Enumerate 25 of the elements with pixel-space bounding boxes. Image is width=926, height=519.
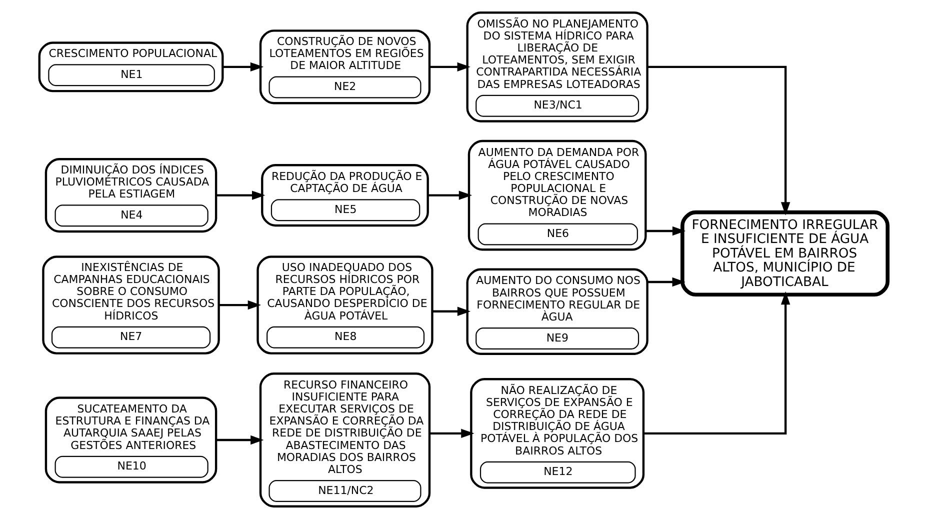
arrow bbox=[643, 291, 790, 435]
node-box: REDUÇÃO DA PRODUÇÃO E CAPTAÇÃO DE ÁGUA NE5 bbox=[260, 164, 428, 227]
node-box: AUMENTO DA DEMANDA POR ÁGUA POTÁVEL CAUSADO PELO CRESCIMENTO POPULACIONAL E CONSTRUÇÃO DE NOVAS MORADIAS NE6 bbox=[467, 140, 646, 251]
node-box: RECURSO FINANCEIRO INSUFICIENTE PARA EXECUTAR SERVIÇOS DE EXPANSÃO E CORREÇÃO DA REDE DE DISTRIBUIÇÃO DE ABASTECIMENTO DAS MORADIAS DOS BAIRROS ALTOS NE11/NC2 bbox=[258, 372, 430, 508]
node-box: CRESCIMENTO POPULACIONAL NE1 bbox=[38, 42, 224, 92]
arrow bbox=[646, 277, 685, 287]
arrow bbox=[218, 300, 261, 310]
node-box: OMISSÃO NO PLANEJAMENTO DO SISTEMA HÍDRICO PARA LIBERAÇÃO DE LOTEAMENTOS, SEM EXIGIR CONTRAPARTIDA NECESSÁRIA DAS EMPRESAS LOTEADORAS NE3/NC1 bbox=[466, 12, 648, 122]
arrow bbox=[222, 62, 264, 72]
arrow bbox=[428, 190, 472, 200]
node-box: USO INADEQUADO DOS RECURSOS HÍDRICOS POR PARTE DA POPULAÇÃO, CAUSANDO DESPERDÍCIO DE ÀGUA POTÁVEL NE8 bbox=[256, 256, 433, 354]
arrow bbox=[429, 62, 470, 72]
node-box: CONSTRUÇÃO DE NOVOS LOTEAMENTOS EM REGIÕES DE MAIOR ALTITUDE NE2 bbox=[258, 30, 430, 104]
arrow bbox=[216, 435, 264, 445]
node-box: INEXISTÊNCIAS DE CAMPANHAS EDUCACIONAIS SOBRE O CONSUMO CONSCIENTE DOS RECURSOS HÍDRICOS NE7 bbox=[42, 256, 220, 354]
arrow bbox=[216, 190, 265, 200]
node-box: DIMINUIÇÃO DOS ÍNDICES PLUVIOMÉTRICOS CAUSADA PELA ESTIAGEM NE4 bbox=[44, 158, 217, 233]
arrow bbox=[647, 66, 790, 216]
node-box: FORNECIMENTO IRREGULAR E INSUFICIENTE DE ÁGUA POTÁVEL EM BAIRROS ALTOS, MUNICÍPIO DE JABOTICABAL bbox=[680, 210, 890, 297]
arrow bbox=[432, 306, 470, 316]
node-box: NÃO REALIZAÇÃO DE SERVIÇOS DE EXPANSÃO E CORREÇÃO DA REDE DE DISTRIBUIÇÃO DE ÁGUA POTÁVEL À POPULAÇÃO DOS BAIRROS ALTOS NE12 bbox=[470, 378, 644, 489]
arrow bbox=[429, 428, 474, 438]
node-box: AUMENTO DO CONSUMO NOS BAIRROS QUE POSSUEM FORNECIMENTO REGULAR DE ÀGUA NE9 bbox=[466, 268, 648, 355]
node-box: SUCATEAMENTO DA ESTRUTURA E FINANÇAS DA AUTARQUIA SAAEJ PELAS GESTÕES ANTERIORES NE10 bbox=[44, 396, 217, 484]
arrow bbox=[645, 226, 686, 236]
